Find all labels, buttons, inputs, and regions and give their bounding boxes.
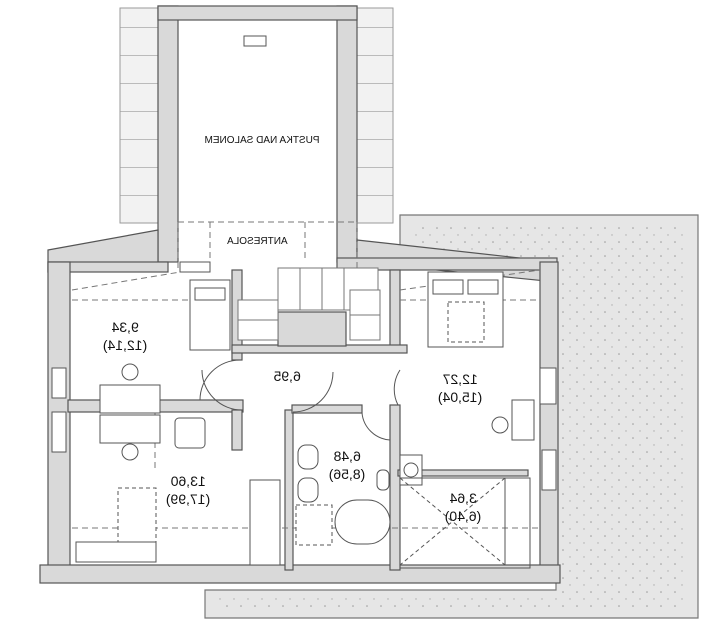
room-area-sub-bedroom: (15,04) <box>438 389 482 405</box>
void-label: PUSTKA NAD SALONEM <box>204 135 319 146</box>
bed-bottom <box>249 479 281 566</box>
desk-bottom <box>99 414 161 444</box>
desk-bedroom <box>511 399 535 441</box>
room-area-sub-closet: (6,40) <box>445 508 482 524</box>
room-area-sub-bathroom: (8,56) <box>329 466 366 482</box>
mezzanine-label: ANTRESOLA <box>227 236 288 247</box>
roof-slats-left <box>119 7 159 224</box>
room-area-hall: 6,95 <box>273 368 300 384</box>
rug <box>117 487 157 549</box>
chair-top <box>121 363 139 381</box>
toilet <box>297 444 319 470</box>
sink <box>376 469 390 491</box>
room-area-sub-bottom-left: (17,99) <box>166 491 210 507</box>
stove <box>243 35 267 47</box>
furniture <box>75 35 535 569</box>
room-area-top-left: 9,34 <box>111 319 138 335</box>
armchair <box>174 417 206 449</box>
desk-top <box>99 384 161 414</box>
room-area-bottom-left: 13,60 <box>170 473 205 489</box>
labels: PUSTKA NAD SALONEM ANTRESOLA 9,34 (12,14… <box>103 135 482 524</box>
windows <box>51 261 557 491</box>
room-area-bathroom: 6,48 <box>333 448 360 464</box>
room-area-sub-top-left: (12,14) <box>103 337 147 353</box>
bidet <box>297 477 319 503</box>
chair-bottom <box>121 443 139 461</box>
roof-slats-right <box>356 7 394 224</box>
bathtub <box>334 499 391 545</box>
stairs <box>237 267 381 341</box>
room-area-bedroom: 12,27 <box>442 371 477 387</box>
doors <box>199 359 401 441</box>
room-area-closet: 3,64 <box>449 490 476 506</box>
